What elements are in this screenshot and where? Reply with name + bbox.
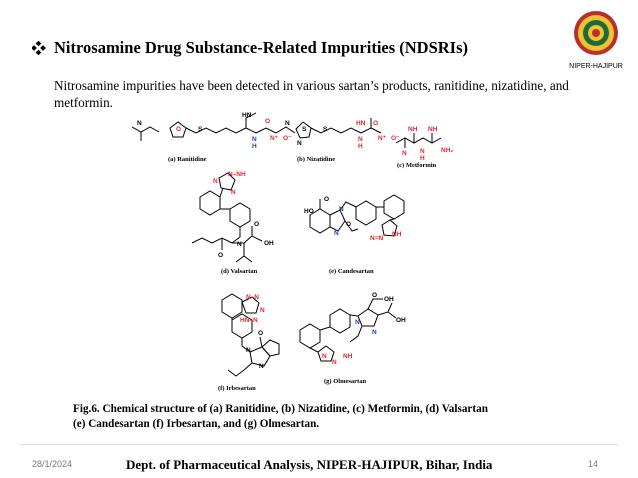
svg-text:N: N (372, 329, 377, 336)
svg-text:S: S (323, 126, 328, 133)
footer-dept: Dept. of Pharmaceutical Analysis, NIPER-… (126, 457, 493, 472)
svg-text:N⁺: N⁺ (270, 135, 279, 142)
candesartan-structure (309, 194, 405, 237)
label-metformin: (c) Metformin (397, 162, 437, 169)
svg-text:NH: NH (343, 353, 353, 360)
svg-text:O: O (373, 120, 378, 127)
svg-text:N: N (137, 120, 142, 127)
intro-paragraph: Nitrosamine impurities have been detecte… (54, 78, 569, 110)
svg-text:HN–N: HN–N (240, 317, 258, 324)
svg-text:N: N (259, 363, 264, 370)
svg-text:S: S (302, 126, 307, 133)
svg-text:N: N (322, 353, 327, 360)
svg-text:O⁻: O⁻ (283, 135, 292, 142)
svg-text:NH: NH (408, 126, 418, 133)
footer-date: 28/1/2024 (32, 459, 73, 469)
svg-text:NH: NH (428, 126, 438, 133)
diamond-four-bullet-icon (32, 41, 46, 55)
svg-text:N: N (260, 307, 265, 314)
svg-text:N: N (231, 189, 236, 196)
svg-text:N: N (339, 206, 344, 213)
svg-text:N: N (285, 120, 290, 127)
svg-text:H: H (358, 143, 363, 150)
svg-text:N: N (334, 230, 339, 237)
svg-text:O: O (258, 330, 263, 337)
svg-text:O: O (324, 196, 329, 203)
page-number: 14 (588, 459, 599, 469)
svg-text:OH: OH (264, 240, 274, 247)
heading-text: Nitrosamine Drug Substance-Related Impur… (54, 38, 469, 57)
slide-heading: Nitrosamine Drug Substance-Related Impur… (32, 38, 468, 58)
ranitidine-structure (131, 112, 277, 141)
svg-text:N: N (358, 136, 363, 143)
svg-text:NH₂: NH₂ (441, 147, 453, 154)
logo-label: NIPER-HAJIPUR (569, 63, 623, 70)
label-nizatidine: (b) Nizatidine (297, 156, 336, 163)
svg-text:O: O (254, 221, 259, 228)
svg-text:N: N (420, 148, 425, 155)
chemical-structures-figure: N O S HN N H O N⁺ O⁻ N S N S HN N H O N⁺… (131, 112, 453, 377)
irbesartan-structure (221, 293, 280, 377)
valsartan-structure (191, 172, 263, 263)
figure-caption-line1: Fig.6. Chemical structure of (a) Ranitid… (73, 403, 488, 415)
svg-text:S: S (198, 126, 203, 133)
svg-text:OH: OH (396, 317, 406, 324)
svg-text:N–NH: N–NH (228, 171, 246, 178)
figure-caption: Fig.6. Chemical structure of (a) Ranitid… (73, 402, 573, 432)
svg-text:O: O (176, 126, 181, 133)
label-irbesartan: (f) Irbesartan (218, 385, 256, 392)
svg-text:O: O (372, 292, 377, 299)
svg-text:N: N (332, 359, 337, 366)
svg-text:OH: OH (384, 296, 394, 303)
slide-footer: 28/1/2024 Dept. of Pharmaceutical Analys… (0, 457, 638, 475)
olmesartan-structure (299, 298, 397, 362)
svg-text:HN: HN (242, 112, 252, 119)
svg-text:N: N (355, 319, 360, 326)
svg-text:N–N: N–N (246, 294, 259, 301)
svg-text:N: N (402, 150, 407, 157)
svg-text:N: N (297, 140, 302, 147)
label-candesartan: (e) Candesartan (329, 268, 374, 275)
figure-caption-line2: (e) Candesartan (f) Irbesartan, and (g) … (73, 418, 320, 430)
metformin-structure (395, 133, 442, 148)
institute-seal-icon (574, 11, 618, 55)
svg-text:HO: HO (304, 208, 314, 215)
svg-text:N: N (237, 241, 242, 248)
svg-text:N=N: N=N (370, 235, 383, 242)
svg-text:NH: NH (392, 231, 402, 238)
nizatidine-structure (275, 118, 382, 139)
label-valsartan: (d) Valsartan (221, 268, 258, 275)
svg-text:N⁺: N⁺ (378, 135, 387, 142)
svg-text:O: O (346, 221, 351, 228)
svg-text:H: H (420, 155, 425, 162)
institute-logo: NIPER-HAJIPUR (563, 10, 629, 70)
footer-divider (20, 444, 618, 445)
svg-text:N: N (252, 136, 257, 143)
svg-text:O: O (265, 118, 270, 125)
svg-text:HN: HN (356, 120, 366, 127)
svg-text:H: H (252, 143, 257, 150)
label-olmesartan: (g) Olmesartan (324, 378, 367, 385)
label-ranitidine: (a) Ranitidine (168, 156, 207, 163)
svg-text:N: N (213, 178, 218, 185)
svg-text:N: N (246, 347, 251, 354)
svg-text:O⁻: O⁻ (391, 135, 400, 142)
svg-text:O: O (218, 252, 223, 259)
